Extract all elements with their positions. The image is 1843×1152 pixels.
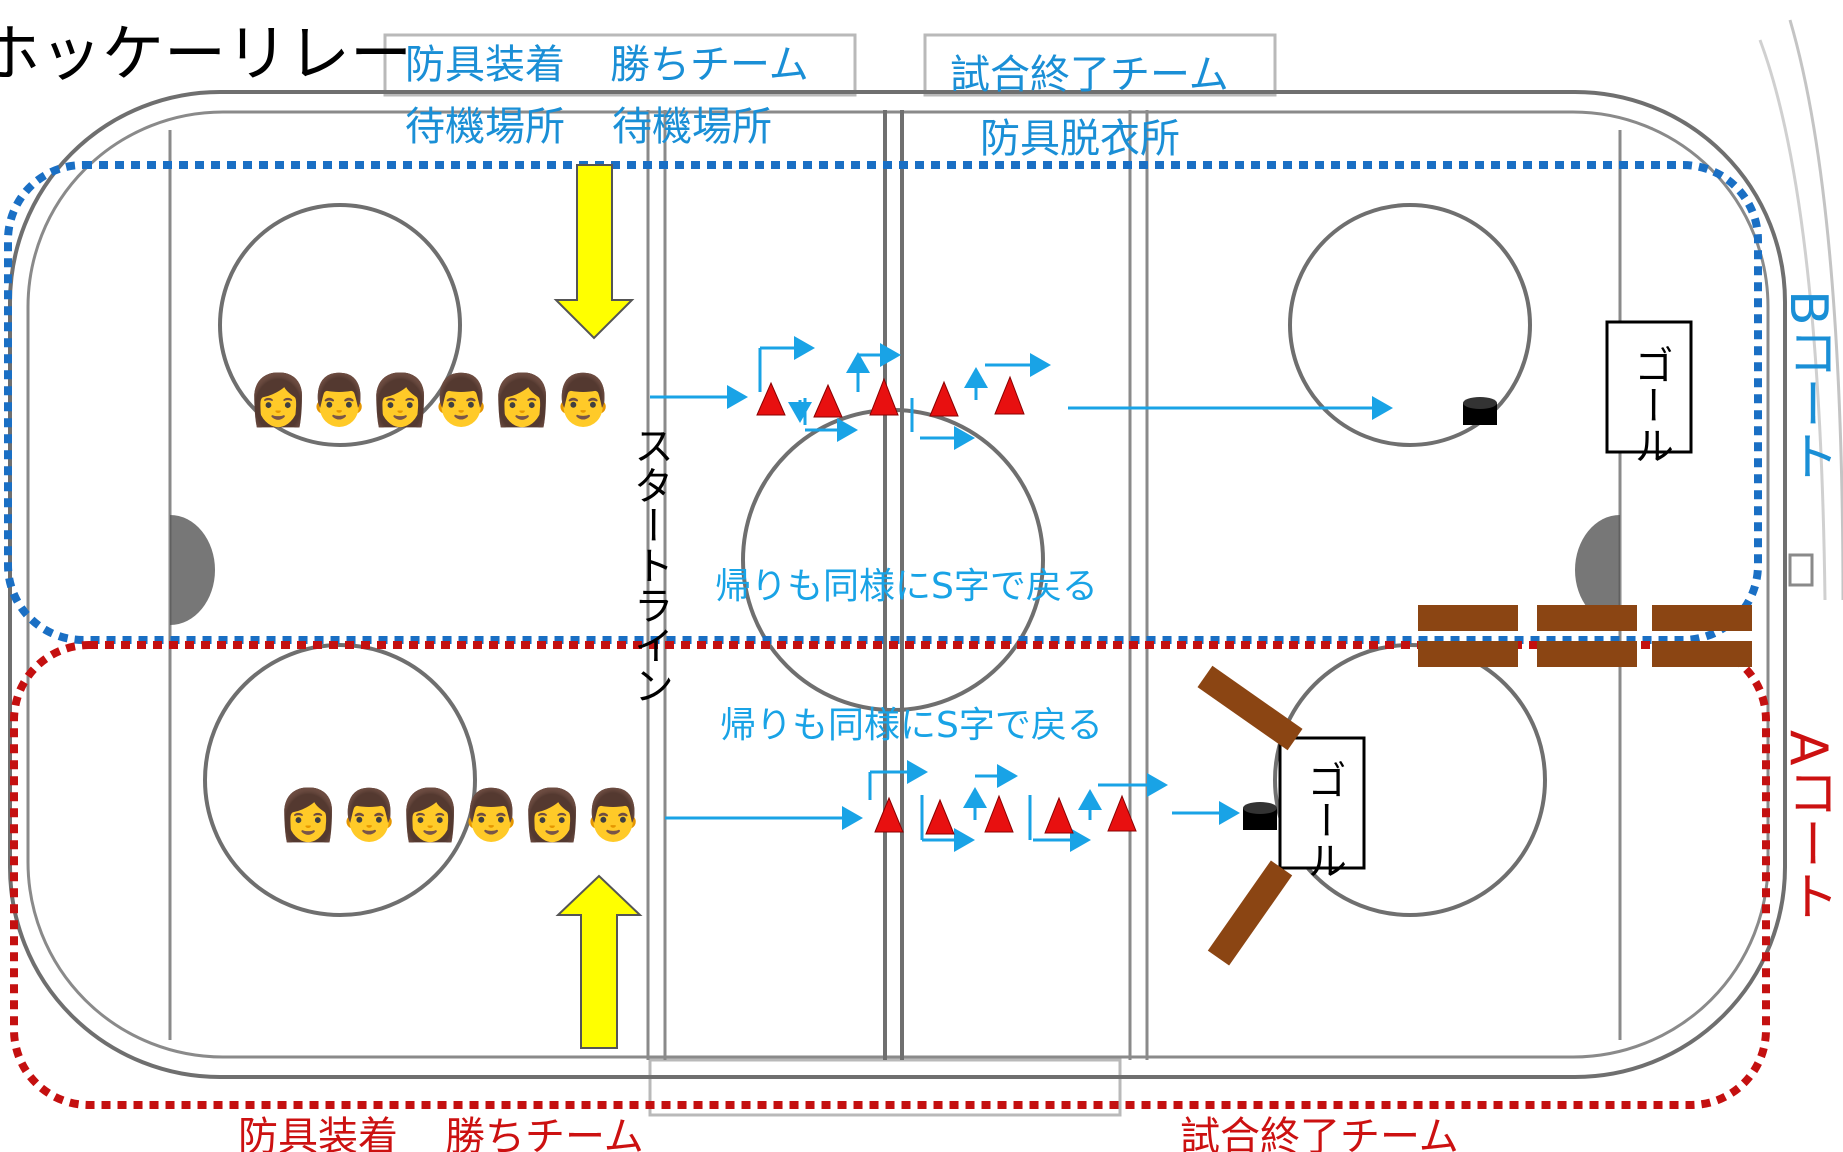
court-a-cones bbox=[874, 794, 1137, 835]
return-note-a: 帰りも同様にS字で戻る bbox=[720, 705, 1103, 746]
cone-icon bbox=[925, 798, 955, 835]
goal-label-a: ゴール bbox=[1300, 760, 1346, 880]
cone-icon bbox=[756, 381, 786, 416]
label-finished-team-top-2: 防具脱衣所 bbox=[980, 116, 1180, 162]
label-winning-team-top-2: 待機場所 bbox=[612, 104, 772, 150]
label-winning-team-bottom: 勝ちチーム bbox=[445, 1114, 644, 1152]
label-finished-team-bottom: 試合終了チーム bbox=[1180, 1114, 1459, 1152]
faceoff-circle-top-left bbox=[218, 203, 462, 447]
court-a-zone bbox=[10, 641, 1770, 1109]
barrier bbox=[1418, 605, 1518, 631]
cone-icon bbox=[1107, 794, 1137, 832]
cone-icon bbox=[1044, 796, 1074, 834]
label-protect-equip-top-2: 待機場所 bbox=[405, 104, 565, 150]
brown-barriers bbox=[1197, 605, 1752, 966]
start-line-label: スタートライン bbox=[627, 425, 673, 705]
player-b-2: 👨 bbox=[308, 371, 370, 429]
cone-icon bbox=[874, 796, 904, 833]
faceoff-circle-top-right bbox=[1288, 203, 1532, 447]
player-a-2: 👨 bbox=[338, 786, 400, 844]
cone-icon bbox=[869, 377, 899, 416]
puck-icon bbox=[1243, 802, 1277, 830]
cone-icon bbox=[994, 375, 1025, 415]
player-b-6: 👨 bbox=[552, 371, 614, 429]
goal-crease-left bbox=[170, 515, 215, 625]
goal-label-b: ゴール bbox=[1627, 345, 1673, 465]
player-b-5: 👩 bbox=[491, 371, 553, 429]
return-note-b: 帰りも同様にS字で戻る bbox=[715, 566, 1098, 607]
label-protect-equip-bottom: 防具装着 bbox=[238, 1114, 398, 1152]
player-a-5: 👩 bbox=[521, 786, 583, 844]
player-a-1: 👩 bbox=[277, 786, 339, 844]
player-b-3: 👩 bbox=[369, 371, 431, 429]
goal-box-b: ゴール bbox=[1605, 320, 1693, 465]
cone-icon bbox=[929, 380, 959, 417]
diagram-title: ホッケーリレー bbox=[0, 17, 412, 90]
puck-icon bbox=[1463, 397, 1497, 425]
player-a-3: 👩 bbox=[399, 786, 461, 844]
cone-icon bbox=[813, 383, 843, 418]
barrier bbox=[1537, 605, 1637, 631]
barrier bbox=[1418, 641, 1518, 667]
court-b-zone bbox=[4, 161, 1762, 644]
court-a-route bbox=[665, 760, 1240, 852]
player-a-4: 👨 bbox=[460, 786, 522, 844]
label-protect-equip-top-1: 防具装着 bbox=[405, 42, 565, 88]
barrier-diagonal-top bbox=[1197, 665, 1303, 751]
label-winning-team-top-1: 勝ちチーム bbox=[610, 42, 809, 88]
yellow-arrow-up-icon bbox=[555, 874, 643, 1049]
barrier-diagonal-bottom bbox=[1207, 860, 1293, 966]
court-b-label: Bコート bbox=[1778, 290, 1838, 482]
rink-inner-board bbox=[26, 110, 1770, 1059]
barrier bbox=[1652, 641, 1752, 667]
barrier bbox=[1652, 605, 1752, 631]
team-a-players: 👩 👨 👩 👨 👩 👨 bbox=[277, 786, 644, 844]
cone-icon bbox=[984, 794, 1014, 833]
court-b-route bbox=[650, 336, 1393, 450]
faceoff-circle-bottom-left bbox=[203, 643, 477, 917]
team-b-players: 👩 👨 👩 👨 👩 👨 bbox=[247, 371, 614, 429]
goal-crease-right bbox=[1575, 515, 1620, 625]
player-a-6: 👨 bbox=[582, 786, 644, 844]
court-a-label: Aコート bbox=[1778, 730, 1838, 922]
player-b-1: 👩 bbox=[247, 371, 309, 429]
player-b-4: 👨 bbox=[430, 371, 492, 429]
label-finished-team-top-1: 試合終了チーム bbox=[950, 52, 1229, 98]
yellow-arrow-down-icon bbox=[553, 164, 635, 340]
goal-box-a: ゴール bbox=[1278, 736, 1366, 880]
court-b-cones bbox=[756, 375, 1025, 418]
barrier bbox=[1537, 641, 1637, 667]
